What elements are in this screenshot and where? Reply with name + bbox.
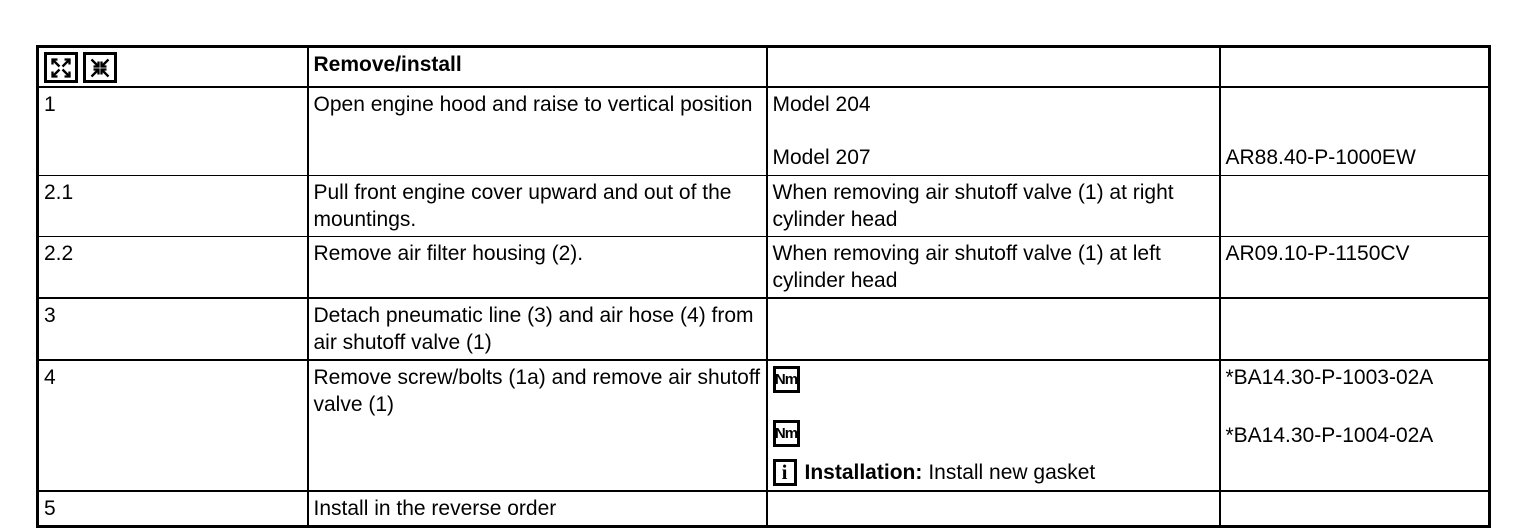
header-ref-cell — [1218, 46, 1491, 88]
ref-cell — [1218, 174, 1491, 237]
torque-ref-link[interactable]: *BA14.30-P-1004-02A — [1225, 423, 1434, 447]
step-number: 4 — [44, 365, 56, 389]
step-number-cell: 2.1 — [36, 174, 309, 237]
installation-note: i Installation: Install new gasket — [772, 458, 1214, 486]
ref-cell: AR88.40-P-1000EW — [1218, 86, 1491, 176]
collapse-all-button[interactable] — [83, 52, 117, 83]
action-cell: Remove screw/bolts (1a) and remove air s… — [306, 358, 768, 491]
doc-ref-link[interactable]: AR09.10-P-1150CV — [1225, 241, 1410, 265]
collapse-all-icon — [90, 58, 110, 77]
header-title-cell: Remove/install — [306, 46, 768, 88]
action-text: Pull front engine cover upward and out o… — [313, 180, 732, 231]
action-cell: Remove air filter housing (2). — [306, 235, 768, 298]
expand-all-icon — [51, 57, 71, 78]
step-row-5: 5 Install in the reverse order — [36, 489, 1491, 527]
action-text: Detach pneumatic line (3) and air hose (… — [313, 303, 754, 354]
header-row: Remove/install — [36, 46, 1491, 88]
note-label: Installation: — [804, 460, 923, 484]
torque-nm-icon[interactable]: Nm — [772, 365, 800, 393]
procedure-table: Remove/install 1 Open engine hood and ra… — [36, 45, 1491, 528]
condition-cell: Model 204 Model 207 — [765, 86, 1221, 176]
step-number-cell: 5 — [36, 489, 309, 527]
header-icons-cell — [36, 46, 309, 88]
condition-cell: When removing air shutoff valve (1) at l… — [765, 235, 1221, 298]
step-number: 2.1 — [44, 180, 74, 204]
table-title: Remove/install — [313, 53, 462, 76]
step-row-2-1: 2.1 Pull front engine cover upward and o… — [36, 174, 1491, 237]
step-number-cell: 4 — [36, 358, 309, 491]
ref-cell: *BA14.30-P-1003-02A *BA14.30-P-1004-02A — [1218, 358, 1491, 491]
step-number-cell: 2.2 — [36, 235, 309, 298]
torque-ref-link[interactable]: *BA14.30-P-1003-02A — [1225, 365, 1434, 389]
condition-text: When removing air shutoff valve (1) at r… — [772, 180, 1174, 231]
step-number: 3 — [44, 303, 56, 327]
step-number-cell: 3 — [36, 296, 309, 360]
info-icon: i — [772, 458, 797, 486]
action-text: Open engine hood and raise to vertical p… — [313, 93, 753, 116]
step-number-cell: 1 — [36, 86, 309, 176]
expand-all-button[interactable] — [44, 52, 78, 83]
step-row-4: 4 Remove screw/bolts (1a) and remove air… — [36, 358, 1491, 491]
ref-cell — [1218, 489, 1491, 527]
note-text: Install new gasket — [928, 460, 1096, 484]
condition-cell — [765, 296, 1221, 360]
action-cell: Install in the reverse order — [306, 489, 768, 527]
step-row-1: 1 Open engine hood and raise to vertical… — [36, 86, 1491, 176]
condition-model-204: Model 204 — [772, 93, 871, 116]
action-cell: Open engine hood and raise to vertical p… — [306, 86, 768, 176]
condition-model-207: Model 207 — [772, 146, 871, 169]
action-cell: Pull front engine cover upward and out o… — [306, 174, 768, 237]
condition-text: When removing air shutoff valve (1) at l… — [772, 241, 1161, 292]
step-number: 5 — [44, 496, 56, 520]
torque-nm-icon[interactable]: Nm — [772, 419, 800, 447]
action-text: Install in the reverse order — [313, 496, 557, 520]
condition-cell: When removing air shutoff valve (1) at r… — [765, 174, 1221, 237]
header-condition-cell — [765, 46, 1221, 88]
ref-cell — [1218, 296, 1491, 360]
ref-cell: AR09.10-P-1150CV — [1218, 235, 1491, 298]
action-cell: Detach pneumatic line (3) and air hose (… — [306, 296, 768, 360]
action-text: Remove air filter housing (2). — [313, 241, 584, 265]
doc-ref-link[interactable]: AR88.40-P-1000EW — [1225, 146, 1416, 169]
step-number: 1 — [44, 93, 56, 116]
step-row-2-2: 2.2 Remove air filter housing (2). When … — [36, 235, 1491, 298]
step-row-3: 3 Detach pneumatic line (3) and air hose… — [36, 296, 1491, 360]
step-number: 2.2 — [44, 241, 74, 265]
condition-cell — [765, 489, 1221, 527]
condition-cell: Nm Nm i Installation: Install new gasket — [765, 358, 1221, 491]
action-text: Remove screw/bolts (1a) and remove air s… — [313, 365, 761, 416]
